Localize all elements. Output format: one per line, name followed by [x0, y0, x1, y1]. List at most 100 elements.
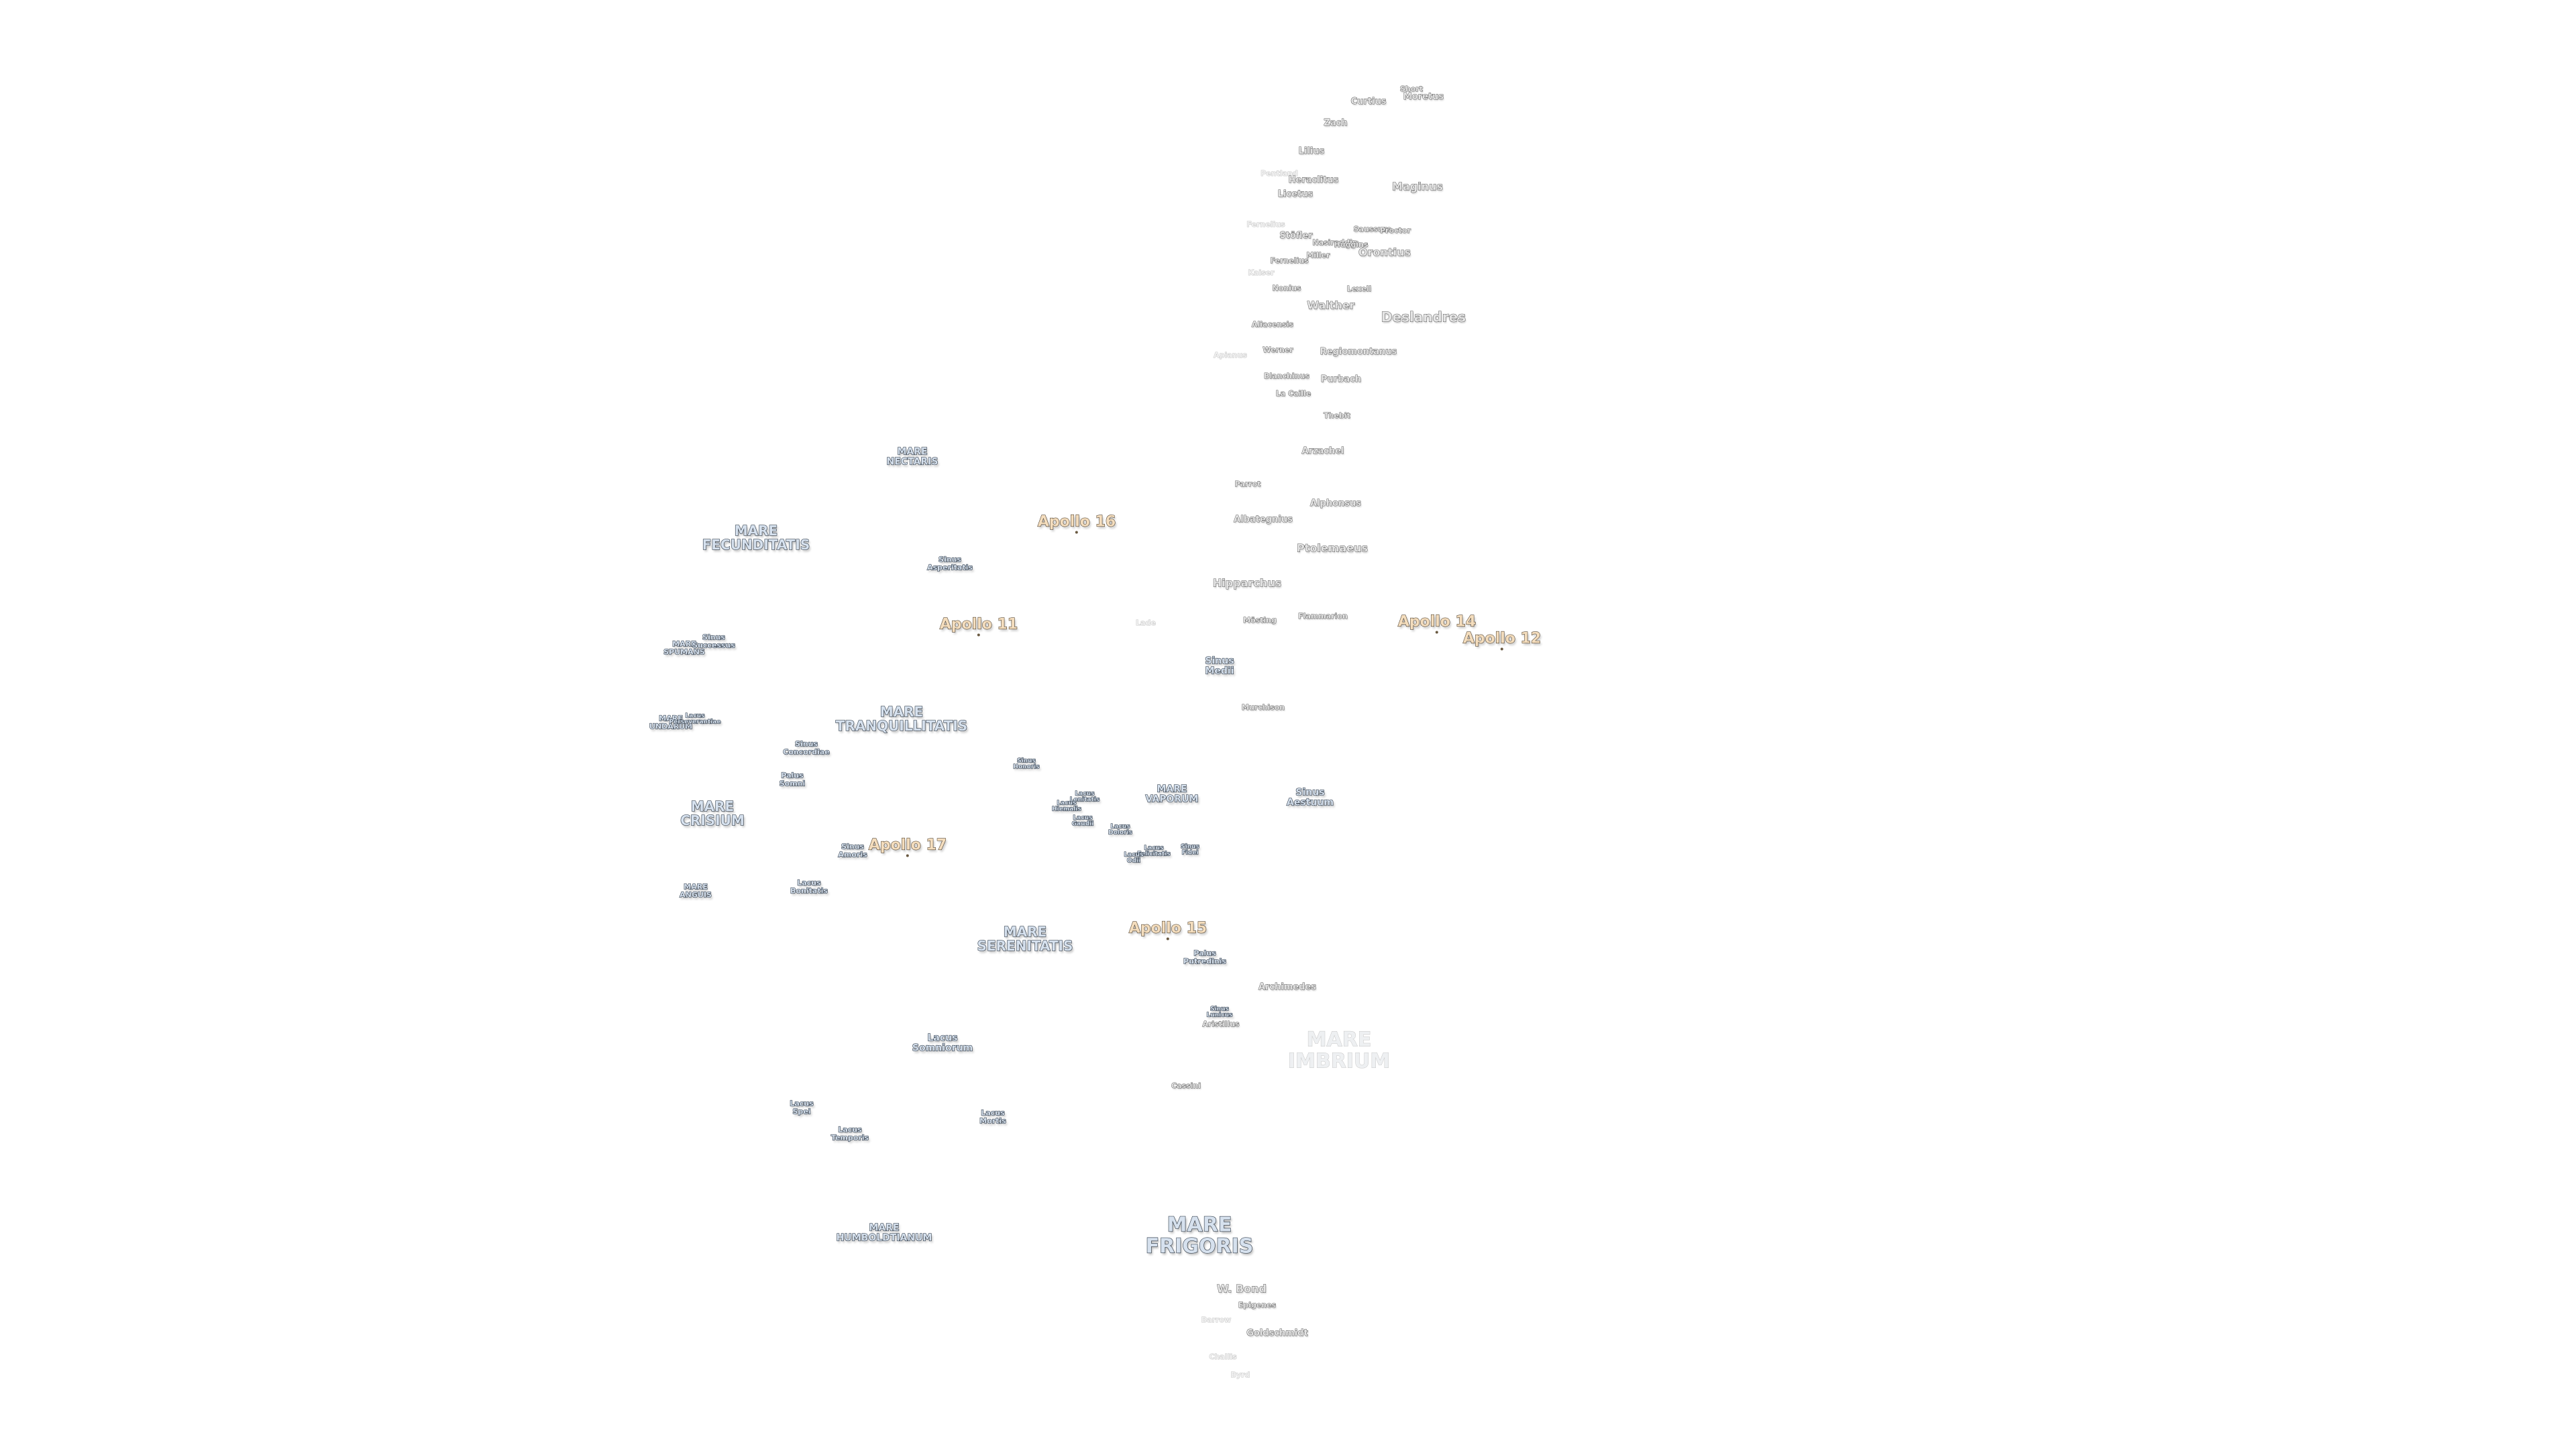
sinus-amoris-label[interactable]: Sinus Amoris: [838, 843, 868, 859]
crater-goldschmidt-label[interactable]: Goldschmidt: [1246, 1328, 1309, 1339]
sinus-lunicus-label[interactable]: Sinus Lunicus: [1206, 1006, 1233, 1020]
crater-curtius-label[interactable]: Curtius: [1350, 97, 1387, 107]
lacus-felicitatis-label[interactable]: Lacus Felicitatis: [1137, 845, 1171, 859]
label-line: NECTARIS: [886, 456, 938, 467]
crater-purbach-label[interactable]: Purbach: [1320, 374, 1362, 385]
sinus-successus-label[interactable]: Sinus Successus: [692, 633, 735, 649]
crater-stofler-label[interactable]: Stöfler: [1279, 231, 1313, 241]
mare-imbrium-label[interactable]: MARE IMBRIUM: [1287, 1029, 1390, 1072]
crater-cassini-label[interactable]: Cassini: [1171, 1081, 1201, 1091]
mare-frigoris-label[interactable]: MARE FRIGORIS: [1145, 1214, 1254, 1257]
crater-huggins-label[interactable]: Huggins: [1334, 240, 1368, 250]
crater-walther-label[interactable]: Walther: [1307, 299, 1355, 312]
apollo-11-label[interactable]: Apollo 11: [939, 616, 1018, 637]
crater-nonius-label[interactable]: Nonius: [1272, 284, 1301, 293]
mare-fecunditatis-label[interactable]: MARE FECUNDITATIS: [702, 523, 810, 552]
label-text: Apollo 17: [868, 837, 947, 854]
crater-barrow-label[interactable]: Barrow: [1201, 1316, 1232, 1325]
mare-crisium-label[interactable]: MARE CRISIUM: [680, 799, 745, 828]
sinus-medii-label[interactable]: Sinus Medii: [1205, 655, 1234, 676]
mare-serenitatis-label[interactable]: MARE SERENITATIS: [977, 924, 1073, 953]
sinus-honoris-label[interactable]: Sinus Honoris: [1013, 757, 1040, 771]
crater-miller-label[interactable]: Miller: [1306, 251, 1330, 260]
crater-licetus-label[interactable]: Licetus: [1277, 189, 1313, 200]
mare-undarum-label[interactable]: MARE UNDARUM: [649, 714, 692, 731]
crater-hipparchus-label[interactable]: Hipparchus: [1212, 576, 1282, 590]
crater-ptolemaeus-label[interactable]: Ptolemaeus: [1297, 541, 1368, 555]
crater-orontius-label[interactable]: Orontius: [1358, 246, 1411, 259]
label-line: Lacus: [981, 1108, 1006, 1118]
crater-aristillus-label[interactable]: Aristillus: [1202, 1020, 1240, 1029]
crater-pentland-label[interactable]: Pentland: [1260, 169, 1299, 178]
palus-somni-label[interactable]: Palus Somni: [779, 771, 806, 788]
crater-short-label[interactable]: Short: [1400, 85, 1424, 94]
mare-nectaris-label[interactable]: MARE NECTARIS: [886, 446, 938, 467]
crater-lilius-label[interactable]: Lilius: [1298, 146, 1325, 157]
crater-byrd-label[interactable]: Byrd: [1230, 1371, 1250, 1380]
label-line: Doloris: [1108, 829, 1132, 837]
crater-albategnius-label[interactable]: Albategnius: [1234, 515, 1293, 525]
crater-regiomontanus-label[interactable]: Regiomontanus: [1320, 347, 1397, 358]
crater-alphonsus-label[interactable]: Alphonsus: [1310, 498, 1362, 509]
crater-proctor-label[interactable]: Proctor: [1380, 226, 1411, 235]
crater-thebit-label[interactable]: Thebit: [1324, 411, 1351, 421]
mare-tranquillitatis-label[interactable]: MARE TRANQUILLITATIS: [835, 704, 968, 733]
label-line: Gaudii: [1071, 820, 1094, 828]
lacus-mortis-label[interactable]: Lacus Mortis: [979, 1108, 1007, 1125]
mare-vaporum-label[interactable]: MARE VAPORUM: [1145, 784, 1199, 804]
crater-heraclitus-label[interactable]: Heraclitus: [1288, 175, 1339, 186]
lacus-lenitatis-label[interactable]: Lacus Lenitatis: [1069, 790, 1100, 804]
palus-putredinis-label[interactable]: Palus Putredinis: [1183, 949, 1226, 965]
crater-lade-label[interactable]: Lade: [1136, 619, 1157, 628]
sinus-concordiae-label[interactable]: Sinus Concordiae: [783, 740, 830, 756]
crater-parrot-label[interactable]: Parrot: [1234, 480, 1261, 489]
crater-apianus-label[interactable]: Apianus: [1214, 351, 1248, 360]
crater-mosting-label[interactable]: Mösting: [1243, 616, 1277, 625]
crater-fernelius-upper-label[interactable]: Fernelius: [1246, 220, 1285, 229]
label-line: Asperitatis: [926, 563, 973, 572]
crater-flammarion-label[interactable]: Flammarion: [1298, 612, 1348, 621]
crater-zach-label[interactable]: Zach: [1324, 118, 1348, 129]
crater-deslandres-label[interactable]: Deslandres: [1381, 309, 1466, 325]
crater-archimedes-label[interactable]: Archimedes: [1258, 982, 1317, 993]
crater-lexell-label[interactable]: Lexell: [1346, 284, 1372, 294]
crater-challis-label[interactable]: Challis: [1209, 1352, 1237, 1362]
apollo-15-label[interactable]: Apollo 15: [1128, 920, 1208, 941]
lacus-hiemalis-label[interactable]: Lacus Hiemalis: [1052, 800, 1082, 814]
lacus-bonitatis-label[interactable]: Lacus Bonitatis: [790, 879, 828, 895]
lacus-perseverantiae-label[interactable]: Lacus Perseverantiae: [669, 712, 721, 727]
crater-moretus-label[interactable]: Moretus: [1403, 92, 1444, 103]
lacus-doloris-label[interactable]: Lacus Doloris: [1108, 823, 1132, 837]
lacus-temporis-label[interactable]: Lacus Temporis: [830, 1126, 869, 1142]
sinus-aestuum-label[interactable]: Sinus Aestuum: [1286, 787, 1334, 807]
label-line: MARE: [684, 882, 708, 892]
label-line: Lacus: [1075, 790, 1095, 798]
crater-aliacensis-label[interactable]: Aliacensis: [1251, 320, 1294, 329]
sinus-asperitatis-label[interactable]: Sinus Asperitatis: [926, 555, 973, 572]
crater-saussure-label[interactable]: Saussure: [1353, 225, 1392, 234]
crater-kaiser-label[interactable]: Kaiser: [1248, 268, 1275, 278]
crater-epigenes-label[interactable]: Epigenes: [1238, 1301, 1277, 1310]
apollo-14-label[interactable]: Apollo 14: [1397, 614, 1477, 634]
mare-spumans-label[interactable]: MARE SPUMANS: [663, 640, 706, 656]
crater-nasireddin-label[interactable]: Nasireddin: [1312, 238, 1358, 248]
lacus-gaudii-label[interactable]: Lacus Gaudii: [1071, 814, 1094, 828]
mare-anguis-label[interactable]: MARE ANGUIS: [680, 882, 712, 899]
lacus-spei-label[interactable]: Lacus Spei: [790, 1099, 814, 1116]
lacus-somniorum-label[interactable]: Lacus Somniorum: [912, 1032, 973, 1053]
mare-humboldtianum-label[interactable]: MARE HUMBOLDTIANUM: [836, 1222, 932, 1242]
apollo-17-label[interactable]: Apollo 17: [868, 837, 947, 857]
label-line: Putredinis: [1183, 957, 1226, 965]
crater-blanchinus-label[interactable]: Blanchinus: [1264, 372, 1310, 381]
crater-arzachel-label[interactable]: Arzachel: [1301, 446, 1344, 457]
apollo-16-label[interactable]: Apollo 16: [1037, 514, 1116, 534]
crater-werner-label[interactable]: Werner: [1263, 345, 1293, 355]
lacus-odii-label[interactable]: Lacus Odii: [1124, 851, 1144, 865]
crater-fernelius-label[interactable]: Fernelius: [1270, 256, 1309, 266]
crater-murchison-label[interactable]: Murchison: [1241, 703, 1285, 712]
crater-la-caille-label[interactable]: La Caille: [1275, 389, 1311, 398]
crater-w-bond-label[interactable]: W. Bond: [1216, 1282, 1267, 1295]
sinus-fidei-label[interactable]: Sinus Fidei: [1180, 843, 1199, 857]
crater-maginus-label[interactable]: Maginus: [1392, 180, 1444, 193]
apollo-12-label[interactable]: Apollo 12: [1462, 631, 1542, 651]
